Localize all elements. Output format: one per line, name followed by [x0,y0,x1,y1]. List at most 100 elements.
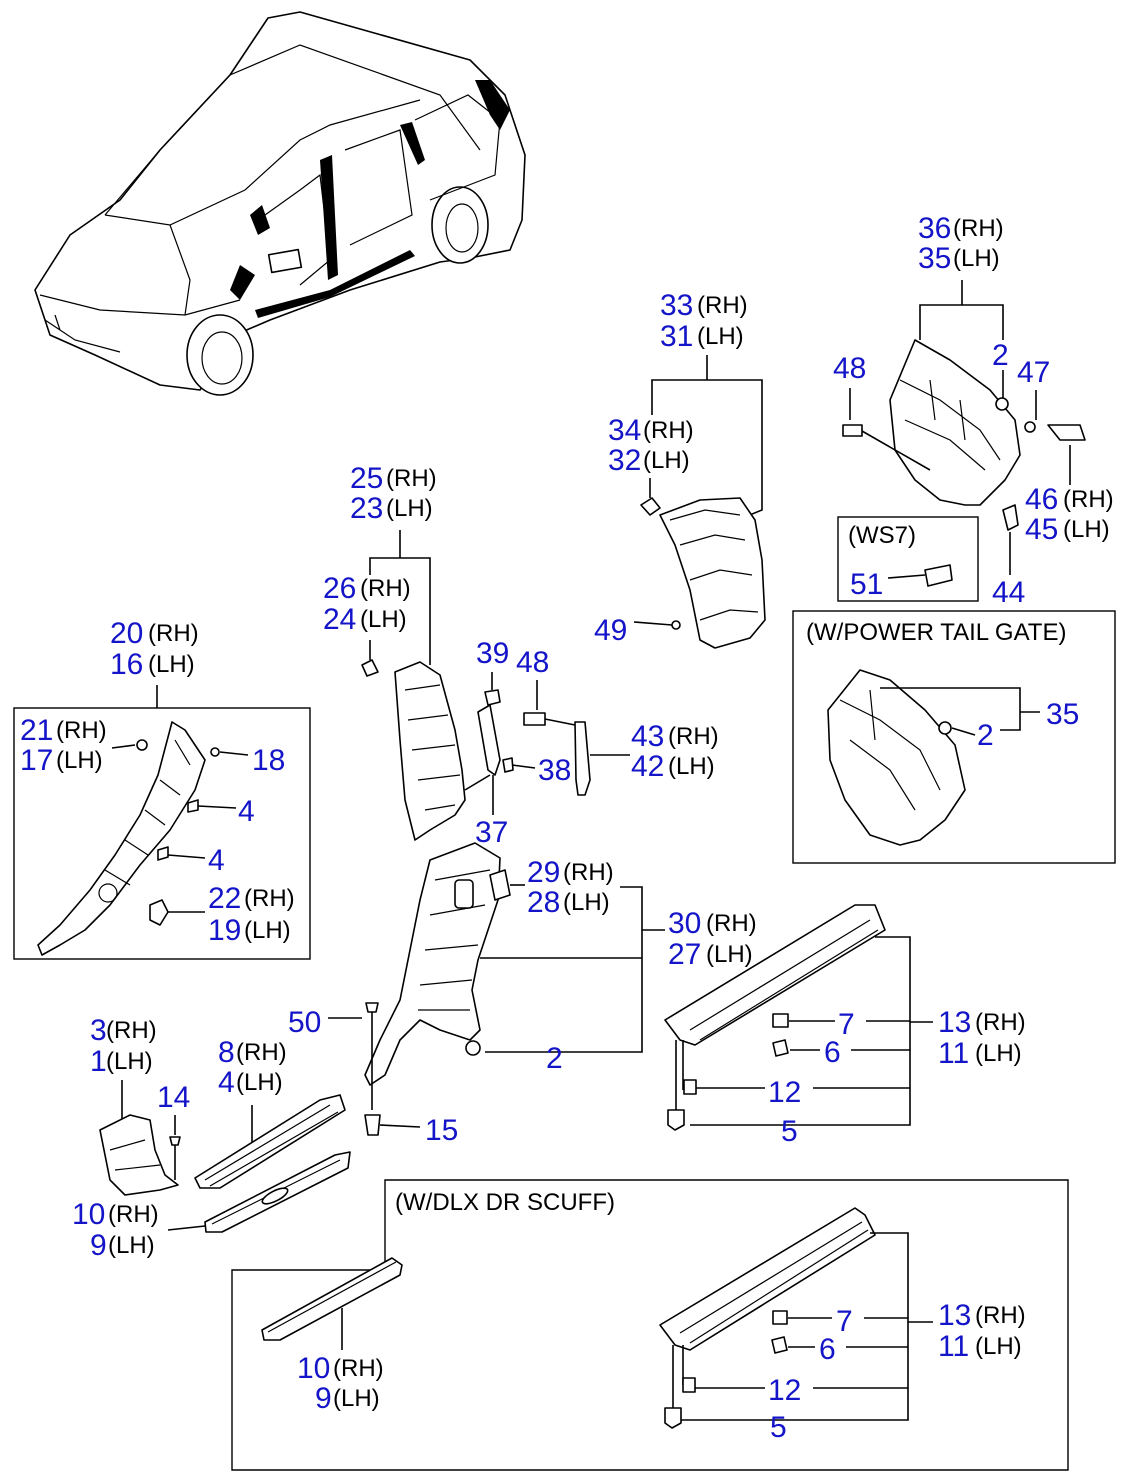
label-15: 15 [425,1114,458,1147]
label-16-suffix: (LH) [148,651,195,678]
label-35: 35 [918,242,951,275]
label-7-top: 7 [838,1008,855,1041]
part-20-16-group: 20 (RH) 16 (LH) 21 (RH) 17 (LH) 18 4 4 2… [13,617,311,960]
label-30-suffix: (RH) [706,910,757,937]
label-21-suffix: (RH) [56,717,107,744]
part-13-11-group: 7 6 13 (RH) 11 (LH) 12 5 [664,904,1026,1148]
label-13-top-suffix: (RH) [975,1009,1026,1036]
label-27: 27 [668,938,701,971]
label-29: 29 [527,856,560,889]
label-39: 39 [476,637,509,670]
label-22: 22 [208,882,241,915]
label-11-top: 11 [938,1037,969,1070]
label-17-suffix: (LH) [56,747,103,774]
label-31: 31 [660,320,693,353]
label-35-box: 35 [1046,698,1079,731]
label-36: 36 [918,212,951,245]
label-4-scuff-suffix: (LH) [236,1069,283,1096]
label-4-lower: 4 [208,844,225,877]
label-7-box: 7 [836,1305,853,1338]
label-6-top: 6 [824,1036,841,1069]
label-8-suffix: (RH) [236,1039,287,1066]
label-1-suffix: (LH) [106,1048,153,1075]
label-11-box-suffix: (LH) [975,1333,1022,1360]
label-28: 28 [527,886,560,919]
label-5-box: 5 [770,1411,787,1444]
label-2-center: 2 [546,1042,563,1075]
label-13-box: 13 [938,1299,971,1332]
label-13-box-suffix: (RH) [975,1302,1026,1329]
label-14: 14 [157,1081,190,1114]
label-11-box: 11 [938,1330,969,1363]
label-48-top: 48 [833,352,866,385]
label-9-box-suffix: (LH) [333,1385,380,1412]
label-50: 50 [288,1006,321,1039]
label-13-top: 13 [938,1006,971,1039]
label-10-box-suffix: (RH) [333,1355,384,1382]
label-49: 49 [594,614,627,647]
power-tail-gate-label: (W/POWER TAIL GATE) [806,619,1066,646]
part-33-31-group: 33 (RH) 31 (LH) 34 (RH) 32 (LH) 49 [594,289,766,649]
label-48-mid: 48 [516,646,549,679]
label-26: 26 [323,572,356,605]
part-10-9-group: 10 (RH) 9 (LH) [72,1151,351,1262]
label-6-box: 6 [819,1333,836,1366]
part-25-23-group: 25 (RH) 23 (LH) 26 (RH) 24 (LH) [323,462,491,841]
part-30-27-group: 29 (RH) 28 (LH) 30 (RH) 27 (LH) 2 50 15 [288,842,757,1147]
dlx-dr-scuff-box: (W/DLX DR SCUFF) 10 (RH) 9 (LH) 7 6 13 (… [231,1179,1069,1471]
label-16: 16 [110,648,143,681]
label-25: 25 [350,462,383,495]
label-12-box: 12 [768,1374,801,1407]
label-35-suffix: (LH) [953,245,1000,272]
label-33-suffix: (RH) [697,292,748,319]
label-24-suffix: (LH) [360,606,407,633]
label-46-suffix: (RH) [1063,486,1114,513]
label-43-suffix: (RH) [668,723,719,750]
label-11-top-suffix: (LH) [975,1040,1022,1067]
label-9-top-suffix: (LH) [108,1232,155,1259]
label-28-suffix: (LH) [563,889,610,916]
label-10-top: 10 [72,1198,105,1231]
label-30: 30 [668,907,701,940]
label-27-suffix: (LH) [706,941,753,968]
label-34-suffix: (RH) [643,417,694,444]
label-19: 19 [208,914,241,947]
label-46: 46 [1025,483,1058,516]
label-32: 32 [608,444,641,477]
label-1: 1 [90,1045,107,1078]
label-10-top-suffix: (RH) [108,1201,159,1228]
label-23-suffix: (LH) [386,495,433,522]
label-4-scuff: 4 [218,1066,235,1099]
part-36-35-group: 36 (RH) 35 (LH) 2 47 48 46 (RH) 45 (LH) … [833,212,1114,609]
label-29-suffix: (RH) [563,859,614,886]
vehicle-illustration [34,11,526,396]
label-2-box: 2 [977,719,994,752]
label-21: 21 [20,714,53,747]
part-3-1-group: 3 (RH) 1 (LH) 14 [90,1014,190,1196]
label-23: 23 [350,492,383,525]
label-5-top: 5 [781,1115,798,1148]
label-17: 17 [20,744,53,777]
label-2-top: 2 [992,339,1009,372]
label-43: 43 [631,720,664,753]
label-8: 8 [218,1036,235,1069]
label-10-box: 10 [297,1352,330,1385]
ws7-box: (WS7) 51 [837,516,979,602]
label-51: 51 [850,568,883,601]
label-45-suffix: (LH) [1063,516,1110,543]
label-47: 47 [1017,356,1050,389]
label-3: 3 [90,1014,107,1047]
power-tail-gate-box: (W/POWER TAIL GATE) 35 2 [792,610,1116,864]
label-22-suffix: (RH) [244,885,295,912]
belt-anchor-group: 39 48 43 (RH) 42 (LH) 37 38 [475,637,719,849]
label-12-top: 12 [768,1076,801,1109]
part-8-4-group: 8 (RH) 4 (LH) [194,1036,346,1189]
label-45: 45 [1025,513,1058,546]
label-38: 38 [538,754,571,787]
label-34: 34 [608,414,641,447]
label-4-upper: 4 [238,795,255,828]
label-18: 18 [252,744,285,777]
dlx-dr-scuff-label: (W/DLX DR SCUFF) [395,1189,615,1216]
